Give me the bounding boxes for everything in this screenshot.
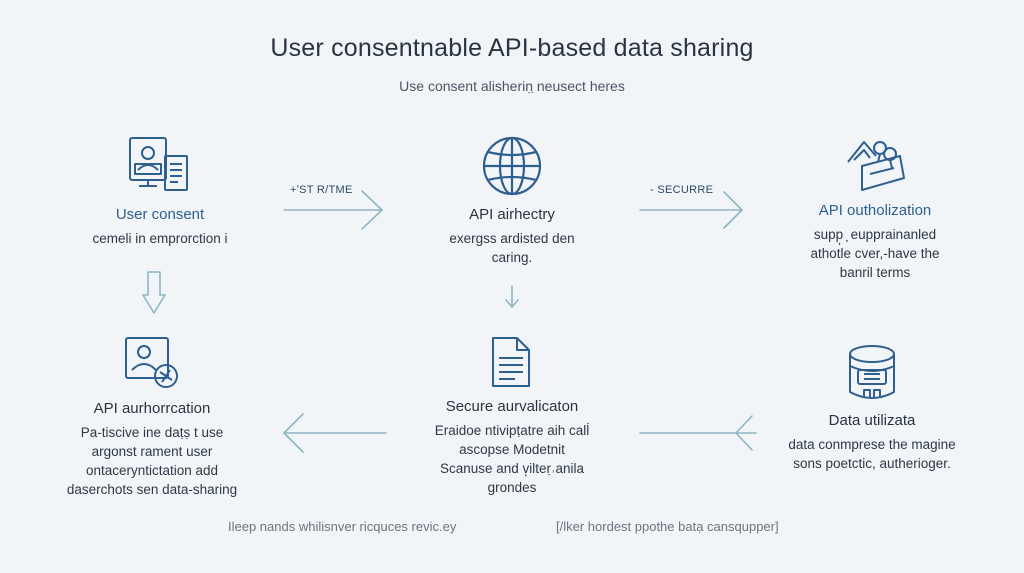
node-description: supp̦ ̦ eupprainanled athotle cver,-have… bbox=[775, 225, 975, 282]
user-profile-document-icon bbox=[129, 137, 188, 191]
desc-line: supp̦ ̦ eupprainanled bbox=[813, 227, 937, 242]
desc-line: athotle cver,-have the bbox=[810, 246, 940, 261]
diagram-title: User consentnable API-based data sharing bbox=[270, 34, 754, 62]
desc-line: exergss ardisted den bbox=[449, 231, 575, 246]
node-heading: User consent bbox=[115, 206, 205, 223]
node-user-consent: User consent cemeli in emprorction i bbox=[60, 134, 260, 248]
desc-line: cemeli in emprorction i bbox=[92, 231, 228, 246]
node-api-outholization: API outholization supp̦ ̦ eupprainanled … bbox=[775, 134, 975, 282]
node-heading: Data utilizata bbox=[828, 412, 916, 429]
node-description: Eraidoe ntivipṭatre aih call̇ ascopse M… bbox=[412, 421, 612, 497]
desc-line: data conmprese the magine bbox=[788, 437, 956, 452]
node-description: data conmprese the magine sons poetctic,… bbox=[772, 435, 972, 473]
node-description: Pa-tiscive ine daṭṣ t use argonst rame… bbox=[52, 423, 252, 499]
desc-line: caring. bbox=[491, 250, 533, 265]
arrow-authority-to-secure bbox=[505, 285, 519, 308]
shield-key-icon bbox=[847, 141, 905, 191]
globe-icon bbox=[482, 136, 542, 196]
node-heading: Secure aurvalicaton bbox=[445, 398, 579, 415]
desc-line: argonst rament user bbox=[91, 444, 213, 459]
node-description: exergss ardisted den caring. bbox=[412, 229, 612, 267]
arrow-secure-to-authorcation bbox=[283, 413, 387, 453]
node-secure-aurvalicaton: Secure aurvalicaton Eraidoe ntivipṭatre… bbox=[412, 334, 612, 497]
desc-line: Pa-tiscive ine daṭṣ t use bbox=[80, 425, 224, 440]
node-heading: API aurhorrcation bbox=[93, 400, 211, 417]
desc-line: Scanuse and v̦ilteṛ˒anila bbox=[439, 461, 585, 476]
arrow-data-to-secure bbox=[639, 415, 757, 451]
node-heading: API outholization bbox=[818, 202, 932, 219]
arrow-consent-to-authorcation bbox=[142, 271, 166, 314]
arrow-authority-to-outholization bbox=[639, 191, 743, 229]
arrow-consent-to-authority bbox=[283, 190, 383, 230]
desc-line: daserchots sen data-sharing bbox=[66, 482, 238, 497]
node-data-utilizata: Data utilizata data conmprese the magine… bbox=[772, 342, 972, 473]
desc-line: ascopse Modetnit bbox=[459, 442, 565, 457]
node-description: cemeli in emprorction i bbox=[60, 229, 260, 248]
node-api-authorcation: API aurhorrcation Pa-tiscive ine daṭṣ … bbox=[52, 332, 252, 499]
desc-line: banril terms bbox=[839, 265, 911, 280]
database-icon bbox=[849, 345, 895, 399]
footer-note-right: [/lker hordest ppothe batạ cansqupper] bbox=[556, 519, 779, 534]
desc-line: Eraidoe ntivipṭatre aih call̇ bbox=[434, 423, 590, 438]
arrow-label-top-right: - SECURRE bbox=[650, 184, 714, 196]
desc-line: grondes bbox=[487, 480, 537, 495]
node-api-authority: API airhectry exergss ardisted den carin… bbox=[412, 134, 612, 267]
desc-line: sons poetctic, autherioger. bbox=[793, 456, 951, 471]
diagram-subtitle: Use consent alisheriṇ ̣neusect heres bbox=[399, 78, 625, 94]
footer-note-left: Ileep nands whilisnver ricquces revic.ey bbox=[228, 519, 457, 534]
document-icon bbox=[492, 337, 530, 387]
node-heading: API airhectry bbox=[469, 206, 555, 223]
desc-line: ontaceryntictation add bbox=[85, 463, 219, 478]
user-card-icon bbox=[125, 337, 178, 388]
arrow-label-top-left: +ʹST R/TME bbox=[290, 184, 353, 196]
